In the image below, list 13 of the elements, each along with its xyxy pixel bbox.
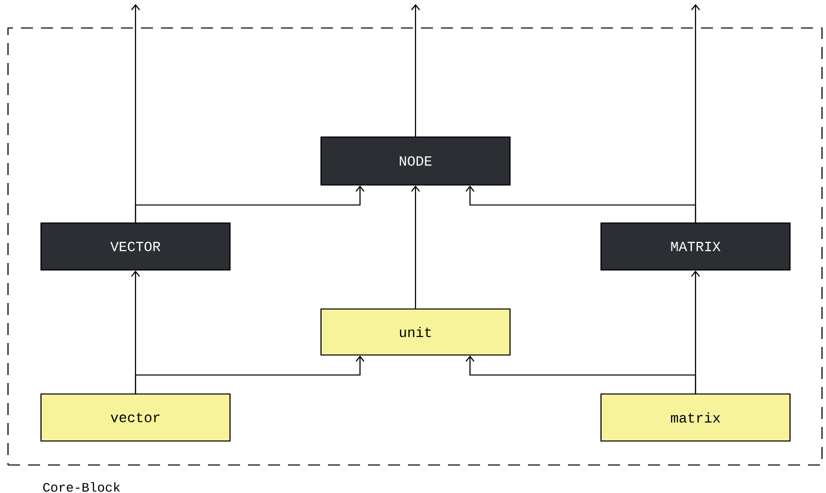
arrow xyxy=(691,4,700,222)
process-box: VECTOR xyxy=(40,222,231,271)
process-box: MATRIX xyxy=(600,222,791,271)
input-box: vector xyxy=(40,393,231,442)
arrow xyxy=(411,186,420,308)
arrow xyxy=(134,356,364,394)
input-box: unit xyxy=(320,308,511,356)
arrow xyxy=(411,4,420,136)
node-label: Core-Block xyxy=(43,482,120,492)
arrow xyxy=(131,4,140,222)
arrow xyxy=(466,356,696,394)
input-box: matrix xyxy=(600,393,791,442)
process-box: NODE xyxy=(320,136,511,186)
